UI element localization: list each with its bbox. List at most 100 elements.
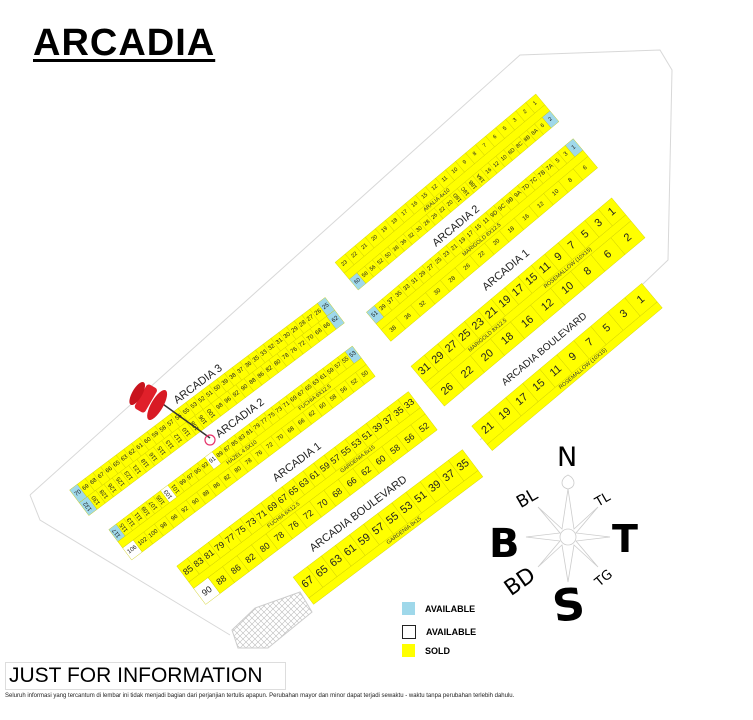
lot-number: 20 (492, 238, 501, 247)
disclaimer-text: Seluruh informasi yang tercantum di lemb… (5, 693, 515, 699)
lot-number: 10 (551, 188, 560, 197)
lot-number: 9D (490, 209, 500, 219)
lot-number: 39 (379, 303, 388, 312)
lot-number: 123 (124, 469, 135, 481)
lot-number: 38 (389, 325, 398, 334)
lot-number: 100 (206, 407, 217, 419)
lot-number: 60 (319, 402, 328, 411)
lot-number: 102 (137, 536, 149, 547)
lot-number: 67 (299, 574, 316, 591)
lot-number: 53 (190, 401, 199, 410)
lot-number: 18C (460, 185, 471, 197)
lot-number: 17 (401, 209, 410, 218)
lot-number: 82 (243, 551, 257, 565)
lot-number: 66 (105, 465, 114, 474)
lot-number: 80 (273, 358, 282, 367)
lot-number: 126 (107, 481, 118, 493)
lot-sold[interactable] (624, 283, 658, 317)
lot-number: 130 (91, 494, 102, 506)
lot-number: 6 (582, 164, 589, 171)
lot-sold[interactable] (610, 220, 646, 255)
lot-number: 37 (236, 366, 245, 375)
lot-number: 35 (455, 457, 472, 474)
lot-available[interactable] (326, 309, 345, 330)
lot-available[interactable] (564, 138, 584, 158)
lot-number: 7 (482, 142, 488, 149)
legend-swatch-blue (402, 602, 415, 615)
block-G: 8583817977757371696765636159575553513937… (176, 391, 438, 605)
lot-number: 51 (371, 310, 380, 319)
lot-number: 53 (349, 436, 363, 450)
lot-number: 85 (231, 439, 240, 448)
lot-number: 31 (275, 337, 284, 346)
lot-number: 57 (328, 452, 342, 466)
lot-number: 59 (318, 460, 332, 474)
lot-number: 82 (265, 365, 274, 374)
lot-number: 109 (141, 504, 152, 516)
lot-number: 61 (136, 442, 145, 451)
lot-number: 106 (198, 413, 209, 425)
lot-number: 22 (350, 251, 359, 260)
lot-number: 18 (390, 217, 399, 226)
lot-number: 26 (463, 263, 472, 272)
lot-number: 33 (402, 397, 416, 411)
lot-number: 21 (360, 242, 369, 251)
lot-number: 68 (330, 486, 344, 500)
lot-sold[interactable] (597, 197, 627, 227)
lot-number: 82 (223, 473, 232, 482)
lot-number: 66 (323, 321, 332, 330)
lot-sold[interactable] (525, 93, 546, 114)
lot-number: 112 (173, 432, 184, 444)
lot-number: 8 (472, 151, 478, 158)
lot-number: 73 (244, 516, 258, 530)
lot-number: 51 (205, 389, 214, 398)
lot-number: 98 (160, 521, 169, 530)
lot-sold[interactable] (572, 156, 598, 181)
lot-number: 52 (376, 258, 385, 267)
lot-number: 110 (181, 425, 192, 437)
pushpin-icon (129, 381, 216, 446)
lot-number: 8 (567, 177, 574, 184)
lot-number: 6 (492, 134, 498, 141)
lot-number: 79 (213, 539, 227, 553)
lot-number: 18B (468, 178, 479, 190)
lot-number: 61 (307, 468, 321, 482)
lot-number: 20 (446, 199, 455, 208)
lot-number: 76 (255, 449, 264, 458)
lot-number: 62 (128, 448, 137, 457)
lot-number: 33 (402, 283, 411, 292)
page-title: ARCADIA (33, 22, 216, 64)
lot-available[interactable] (541, 110, 560, 129)
lot-number: 39 (371, 420, 385, 434)
lot-sold[interactable] (355, 364, 376, 385)
lot-number: 37 (441, 467, 458, 484)
block-F: 1171151131111091071051031019997959391898… (108, 345, 376, 561)
lot-number: 18A (475, 172, 486, 184)
lot-number: 78 (282, 352, 291, 361)
lot-number: 69 (290, 395, 299, 404)
lot-number: 69 (265, 500, 279, 514)
compass-sw: BD (500, 563, 541, 602)
lot-number: 70 (276, 433, 285, 442)
lot-number: 86 (257, 371, 266, 380)
lot-sold[interactable] (410, 413, 438, 442)
lot-number: 11 (441, 175, 449, 183)
lot-number: 35 (392, 404, 406, 418)
lot-number: 113 (165, 438, 176, 450)
lot-available[interactable] (344, 345, 362, 364)
lot-number: 11 (482, 216, 491, 225)
lot-number: 59 (356, 531, 373, 548)
lot-number: 63 (312, 378, 321, 387)
lot-number: 53 (398, 499, 415, 516)
lot-number: 116 (148, 450, 159, 462)
lot-sold[interactable] (448, 449, 479, 482)
lot-sold[interactable] (397, 391, 421, 416)
lot-number: 88 (214, 573, 228, 587)
lot-number: 83 (238, 433, 247, 442)
lot-number: 51 (360, 428, 374, 442)
lot-number: 28 (423, 219, 432, 228)
lot-number: 10 (451, 167, 460, 176)
lot-number: 6 (540, 123, 546, 130)
